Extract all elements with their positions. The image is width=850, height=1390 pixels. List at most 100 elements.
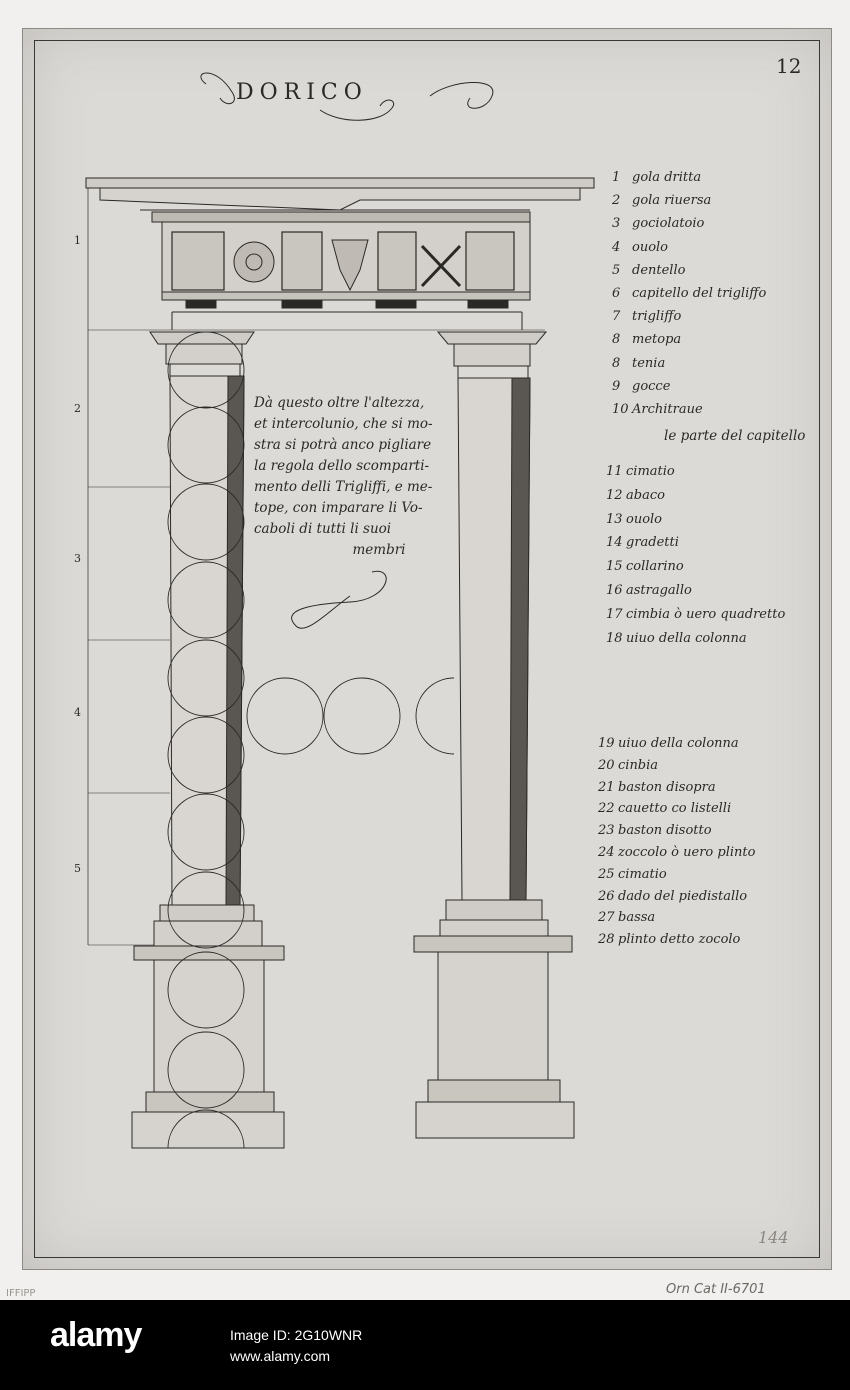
legend-label: cimbia ò uero quadretto	[626, 606, 786, 622]
legend-item: 2 gola riuersa	[612, 193, 711, 208]
legend-number: 19	[598, 736, 615, 751]
dentil-band	[151, 211, 531, 223]
legend-label: uiuo della colonna	[618, 736, 739, 751]
legend-number: 6	[612, 286, 621, 301]
legend-capital-heading: le parte del capitello	[664, 428, 806, 444]
legend-label: cimatio	[618, 866, 667, 882]
plate-number: 12	[776, 54, 802, 78]
collection-mark: Orn Cat II-6701	[666, 1282, 766, 1297]
legend-label: zoccolo ò uero plinto	[618, 845, 756, 860]
note-line: caboli di tutti li suoi	[254, 521, 392, 537]
watermark-image-id: Image ID: 2G10WNR	[230, 1327, 363, 1343]
right-pedestal-cimatio	[413, 935, 573, 953]
legend-label: gradetti	[626, 535, 679, 551]
left-capital-abacus	[149, 331, 255, 345]
note-line: et intercolunio, che si mo-	[254, 416, 433, 432]
legend-number: 14	[606, 535, 623, 551]
legend-label: plinto detto zocolo	[618, 932, 741, 948]
left-pedestal-base	[145, 1091, 275, 1113]
legend-label: tenia	[632, 355, 666, 371]
legend-number: 23	[598, 823, 615, 839]
right-capital-abacus	[436, 331, 548, 345]
legend-label: collarino	[626, 559, 684, 575]
left-pedestal-plinth	[131, 1111, 285, 1149]
legend-number: 22	[598, 801, 615, 817]
legend-number: 2	[612, 193, 621, 209]
legend-number: 18	[606, 630, 623, 646]
plate-border	[34, 40, 820, 1258]
legend-label: dentello	[632, 262, 686, 278]
title-flourish-right	[429, 82, 494, 109]
legend-number: 1	[612, 170, 621, 185]
legend-label: metopa	[632, 332, 682, 348]
legend-label: capitello del trigliffo	[632, 286, 767, 301]
legend-number: 8	[612, 355, 621, 371]
legend-label: Architraue	[632, 402, 703, 417]
left-shaft-shade	[225, 375, 245, 906]
legend-label: gociolatoio	[632, 216, 705, 232]
note-line-last: membri	[352, 542, 406, 558]
triglyphs	[171, 231, 515, 291]
note-line: la regola dello scomparti-	[254, 458, 430, 474]
legend-number: 24	[598, 845, 615, 860]
legend-number: 15	[606, 559, 623, 575]
explanatory-note: Dà questo oltre l'altezza, et intercolun…	[254, 393, 454, 561]
title-flourish-left	[200, 72, 235, 105]
left-base-torus	[159, 904, 255, 922]
right-base-plinth	[439, 919, 549, 937]
legend-label: baston disopra	[618, 779, 716, 795]
legend-item: 1 gola dritta	[612, 170, 701, 185]
legend-item: 8 tenia	[612, 356, 665, 371]
legend-label: cimatio	[626, 464, 675, 479]
note-line: Dà questo oltre l'altezza,	[254, 395, 425, 411]
legend-number: 12	[606, 487, 623, 503]
legend-item: 5 dentello	[612, 263, 685, 278]
legend-number: 17	[606, 606, 623, 622]
watermark-logo: alamy	[50, 1316, 142, 1354]
title-flourish-center	[319, 99, 394, 121]
note-flourish	[291, 570, 387, 629]
taenia	[161, 291, 531, 301]
legend-number: 5	[612, 262, 621, 278]
cornice-gola	[85, 177, 595, 189]
legend-number: 28	[598, 932, 615, 948]
legend-label: gola dritta	[632, 170, 702, 185]
legend-label: ouolo	[626, 511, 663, 527]
note-line: stra si potrà anco pigliare	[254, 437, 432, 453]
watermark-bar	[0, 1300, 850, 1390]
watermark-url: www.alamy.com	[230, 1348, 331, 1364]
legend-number: 26	[598, 888, 615, 904]
legend-number: 21	[598, 779, 615, 795]
metope-rosette	[233, 241, 275, 283]
module-circles-left	[167, 331, 245, 1149]
right-base-torus	[445, 899, 543, 921]
legend-number: 13	[606, 511, 623, 527]
right-shaft-shade	[509, 377, 531, 901]
legend-label: trigliffo	[632, 309, 682, 325]
scale-mark-2: 2	[74, 402, 81, 415]
legend-label: gola riuersa	[632, 193, 712, 209]
paper-sheet: DORICO 12 144 1 2 3 4 5 Dà questo oltre …	[0, 0, 850, 1300]
metope-crossed-instruments	[420, 244, 462, 288]
left-base-plinth	[153, 920, 263, 947]
legend-number: 27	[598, 910, 615, 926]
